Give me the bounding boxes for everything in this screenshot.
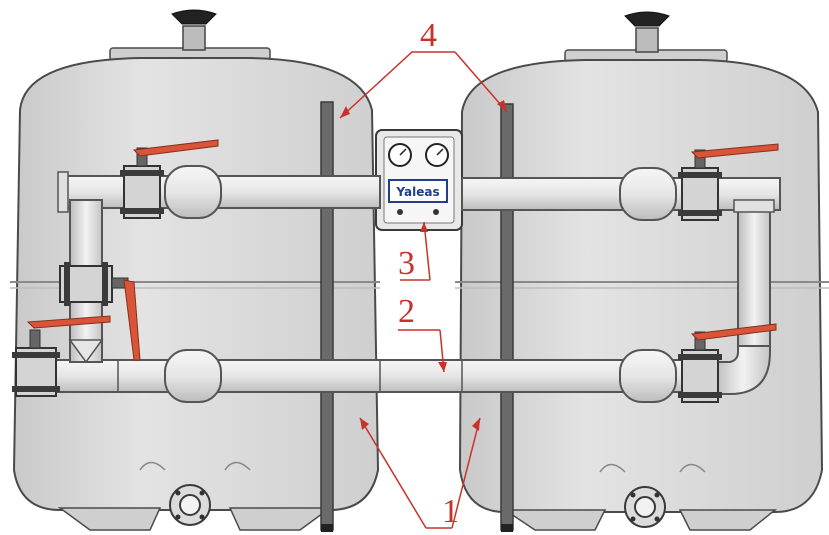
- callout-1: 1: [442, 493, 459, 530]
- support-rod-left: [320, 101, 334, 532]
- pressure-gauge-left: [388, 143, 412, 167]
- control-panel: Yaleas: [375, 129, 463, 231]
- right-vertical-pipe: [715, 199, 775, 395]
- valve-middle-left: [59, 262, 141, 361]
- left-drain-port: [169, 484, 211, 526]
- panel-brand-label: Yaleas: [395, 185, 439, 199]
- pressure-gauge-right: [425, 143, 449, 167]
- valve-upper-right: [678, 143, 779, 221]
- valve-lower-left: [12, 315, 111, 397]
- upper-pipe: [57, 165, 781, 221]
- right-drain-port: [624, 486, 666, 528]
- valve-upper-left: [120, 139, 219, 219]
- callout-3: 3: [398, 245, 415, 282]
- callout-leaders: [339, 51, 508, 529]
- callout-arrowheads: [340, 100, 507, 431]
- valve-lower-right: [678, 323, 777, 403]
- callout-2: 2: [398, 293, 415, 330]
- support-rod-right: [500, 103, 514, 532]
- callout-4: 4: [420, 17, 437, 54]
- right-tank: [455, 11, 829, 531]
